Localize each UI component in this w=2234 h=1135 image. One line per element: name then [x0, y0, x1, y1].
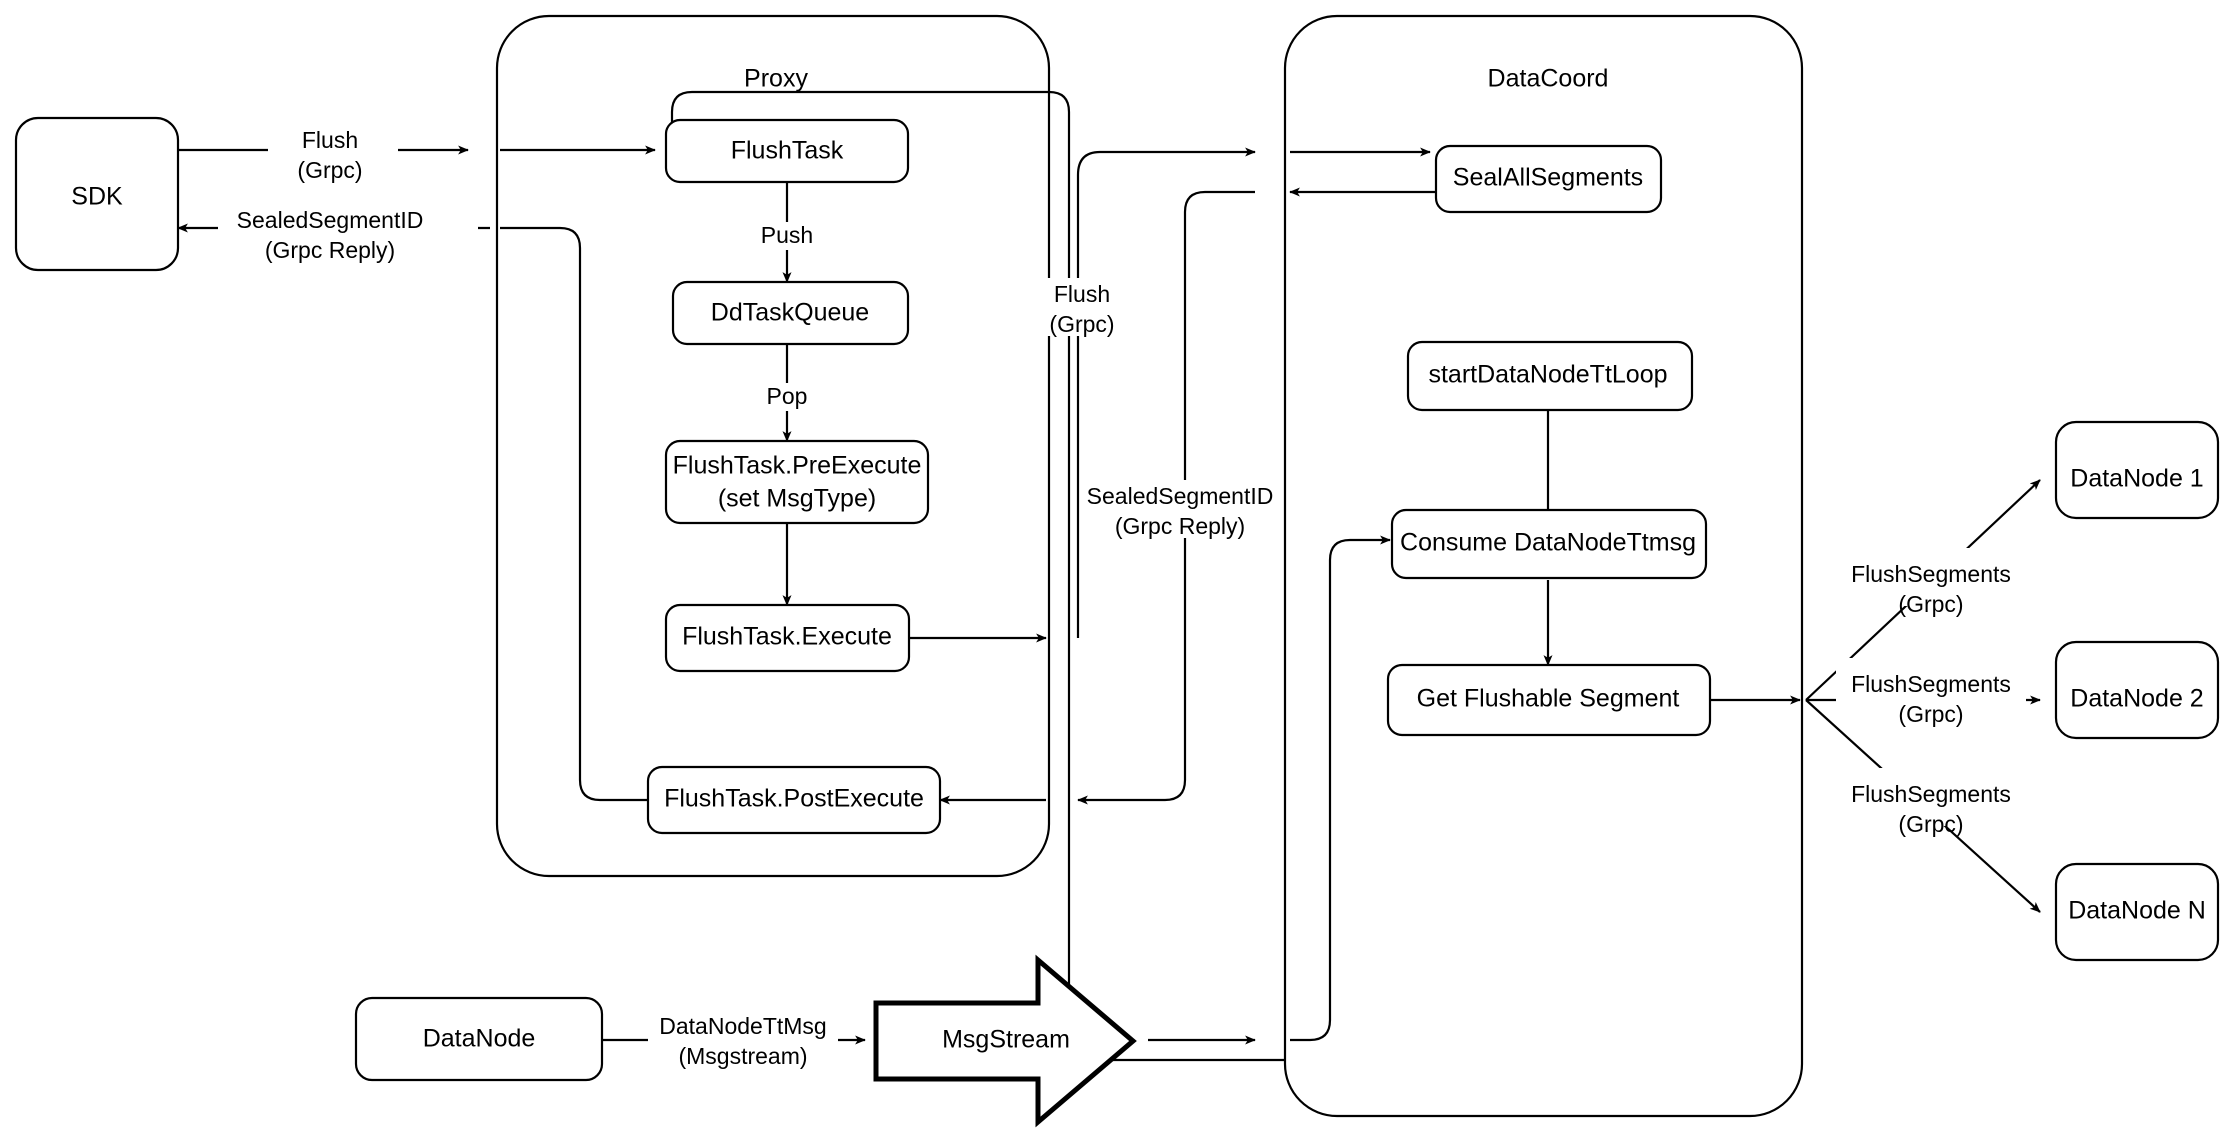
msgstream-label: MsgStream: [942, 1026, 1070, 1054]
container-datacoord: DataCoord: [1283, 14, 1804, 1118]
flush-segments-1-line2: (Grpc): [1898, 591, 1963, 617]
label-pop: Pop: [755, 383, 819, 411]
flush-segments-2-bg: [1836, 658, 2026, 716]
datanode-n-label: DataNode N: [2068, 897, 2206, 925]
flush-task-label: FlushTask: [731, 137, 844, 165]
datanode-bottom-label: DataNode: [423, 1025, 536, 1053]
label-flush-segments-1: FlushSegments (Grpc): [1836, 548, 2026, 617]
sdk-box[interactable]: [14, 116, 180, 272]
flush-grpc-sdk-line1: Flush: [302, 127, 358, 153]
flush-grpc-sdk-line2: (Grpc): [297, 157, 362, 183]
pop-label: Pop: [767, 383, 808, 409]
sdk-label: SDK: [71, 183, 123, 211]
edge-postexecute-to-sdk-reply: [500, 226, 648, 802]
node-get-flushable-segment[interactable]: Get Flushable Segment: [1386, 663, 1712, 737]
edge-datacoord-inbound-to-consume: [1290, 535, 1391, 1042]
sealed-segment-sdk-line2: (Grpc Reply): [265, 237, 395, 263]
label-flush-segments-n: FlushSegments (Grpc): [1836, 768, 2026, 837]
datanode-bottom-box[interactable]: [354, 996, 604, 1082]
flush-grpc-sdk-bg: [268, 126, 398, 184]
sealed-segment-mid-line2: (Grpc Reply): [1115, 513, 1245, 539]
label-flush-grpc-mid: Flush (Grpc): [1028, 278, 1138, 337]
execute-box[interactable]: [664, 603, 911, 673]
edge-corridor-up-to-datacoord: [1076, 147, 1256, 638]
datacoord-container-outline: [1283, 14, 1804, 1118]
start-tt-loop-label: startDataNodeTtLoop: [1428, 361, 1667, 389]
node-flush-task-execute[interactable]: FlushTask.Execute: [664, 603, 911, 673]
pop-label-bg: [755, 383, 819, 411]
datacoord-container-title: DataCoord: [1488, 65, 1609, 93]
node-datanode-bottom[interactable]: DataNode: [354, 996, 604, 1082]
node-datanode-1[interactable]: DataNode 1: [2054, 420, 2220, 520]
node-datanode-2[interactable]: DataNode 2: [2054, 640, 2220, 740]
node-dd-task-queue[interactable]: DdTaskQueue: [671, 280, 910, 346]
consume-tt-msg-label: Consume DataNodeTtmsg: [1400, 529, 1696, 557]
datanode-1-box[interactable]: [2054, 420, 2220, 520]
push-label: Push: [761, 222, 813, 248]
get-flushable-segment-box[interactable]: [1386, 663, 1712, 737]
proxy-container-title: Proxy: [744, 65, 808, 93]
proxy-container-outline: [495, 14, 1051, 878]
label-flush-grpc-sdk: Flush (Grpc): [268, 126, 398, 184]
post-execute-label: FlushTask.PostExecute: [664, 785, 924, 813]
node-msgstream[interactable]: MsgStream: [873, 954, 1137, 1128]
flush-segments-n-line1: FlushSegments: [1851, 781, 2011, 807]
sealed-segment-sdk-line1: SealedSegmentID: [237, 207, 424, 233]
node-seal-all-segments[interactable]: SealAllSegments: [1434, 144, 1663, 214]
seal-all-segments-box[interactable]: [1434, 144, 1663, 214]
label-sealed-segment-sdk: SealedSegmentID (Grpc Reply): [218, 205, 478, 263]
flush-segments-2-line2: (Grpc): [1898, 701, 1963, 727]
sealed-segment-mid-line1: SealedSegmentID: [1087, 483, 1274, 509]
datanode-1-label: DataNode 1: [2070, 465, 2203, 493]
flush-segments-2-line1: FlushSegments: [1851, 671, 2011, 697]
flush-segments-n-bg: [1836, 768, 2026, 826]
dd-task-queue-box[interactable]: [671, 280, 910, 346]
edge-proxy-right-rail: [1048, 90, 1285, 1062]
node-datanode-n[interactable]: DataNode N: [2054, 862, 2220, 962]
datanode-tt-msg-bg: [648, 1012, 838, 1070]
pre-execute-label-line2: (set MsgType): [718, 485, 876, 513]
datanode-n-box[interactable]: [2054, 862, 2220, 962]
flush-segments-n-line2: (Grpc): [1898, 811, 1963, 837]
label-sealed-segment-mid: SealedSegmentID (Grpc Reply): [1087, 480, 1274, 539]
datanode-2-box[interactable]: [2054, 640, 2220, 740]
sealed-segment-mid-bg: [1088, 480, 1273, 538]
node-start-datanode-tt-loop[interactable]: startDataNodeTtLoop: [1406, 340, 1694, 412]
datanode-tt-msg-line2: (Msgstream): [678, 1043, 807, 1069]
edge-proxy-top-rail: [670, 90, 1049, 150]
node-sdk[interactable]: SDK: [14, 116, 180, 272]
get-flushable-segment-label: Get Flushable Segment: [1417, 685, 1680, 713]
push-label-bg: [752, 222, 822, 250]
pre-execute-box[interactable]: [664, 439, 930, 525]
datanode-tt-msg-line1: DataNodeTtMsg: [659, 1013, 826, 1039]
label-datanode-tt-msg: DataNodeTtMsg (Msgstream): [648, 1012, 838, 1070]
node-flush-task-postexecute[interactable]: FlushTask.PostExecute: [646, 765, 942, 835]
label-flush-segments-2: FlushSegments (Grpc): [1836, 658, 2026, 727]
node-flush-task[interactable]: FlushTask: [664, 118, 910, 184]
datanode-2-label: DataNode 2: [2070, 685, 2203, 713]
execute-label: FlushTask.Execute: [682, 623, 892, 651]
start-tt-loop-box[interactable]: [1406, 340, 1694, 412]
pre-execute-label-line1: FlushTask.PreExecute: [673, 452, 922, 480]
node-consume-datanode-ttmsg[interactable]: Consume DataNodeTtmsg: [1390, 508, 1708, 580]
container-proxy: Proxy: [495, 14, 1051, 878]
flush-segments-1-bg: [1836, 548, 2026, 606]
flush-segments-1-line1: FlushSegments: [1851, 561, 2011, 587]
sealed-segment-sdk-bg: [218, 205, 478, 263]
flush-grpc-mid-line2: (Grpc): [1049, 311, 1114, 337]
msgstream-arrow-shape[interactable]: [873, 954, 1137, 1128]
flush-grpc-mid-line1: Flush: [1054, 281, 1110, 307]
consume-tt-msg-box[interactable]: [1390, 508, 1708, 580]
seal-all-segments-label: SealAllSegments: [1453, 164, 1643, 192]
post-execute-box[interactable]: [646, 765, 942, 835]
dd-task-queue-label: DdTaskQueue: [711, 299, 869, 327]
flush-grpc-mid-bg: [1028, 278, 1138, 336]
label-push: Push: [752, 222, 822, 250]
node-flush-task-preexecute[interactable]: FlushTask.PreExecute (set MsgType): [664, 439, 930, 525]
